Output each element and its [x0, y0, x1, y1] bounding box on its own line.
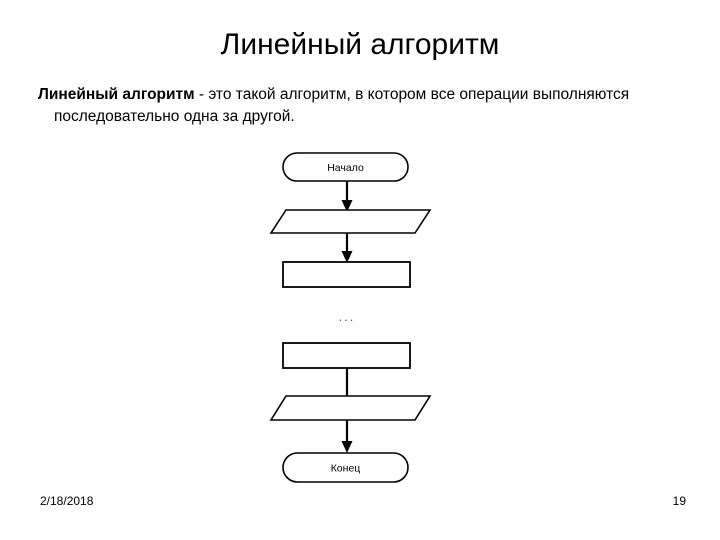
flowchart-node-io-2 — [269, 395, 432, 421]
flowchart-connector-io1-to-process1 — [341, 233, 353, 263]
flowchart-node-start: Начало — [282, 152, 409, 182]
footer-page-number: 19 — [672, 494, 686, 508]
flowchart-diagram: Начало ... — [250, 145, 450, 490]
flowchart-connector-io2-to-end — [341, 420, 353, 453]
flowchart-node-start-label: Начало — [327, 162, 364, 174]
body-paragraph: Линейный алгоритм - это такой алгоритм, … — [38, 84, 686, 128]
flowchart-node-io-1 — [269, 209, 432, 234]
flowchart-node-process-2 — [282, 342, 411, 369]
footer-date: 2/18/2018 — [40, 494, 94, 508]
flowchart-connector-start-to-io1 — [341, 181, 353, 212]
flowchart-node-process-1 — [282, 261, 411, 288]
flowchart-ellipsis: ... — [339, 309, 356, 324]
body-term: Линейный алгоритм — [38, 86, 195, 103]
body-definition: - это такой алгоритм, в котором все опер… — [54, 86, 630, 125]
page-title: Линейный алгоритм — [220, 28, 500, 61]
flowchart-node-end: Конец — [282, 452, 409, 483]
flowchart-node-end-label: Конец — [331, 462, 361, 474]
